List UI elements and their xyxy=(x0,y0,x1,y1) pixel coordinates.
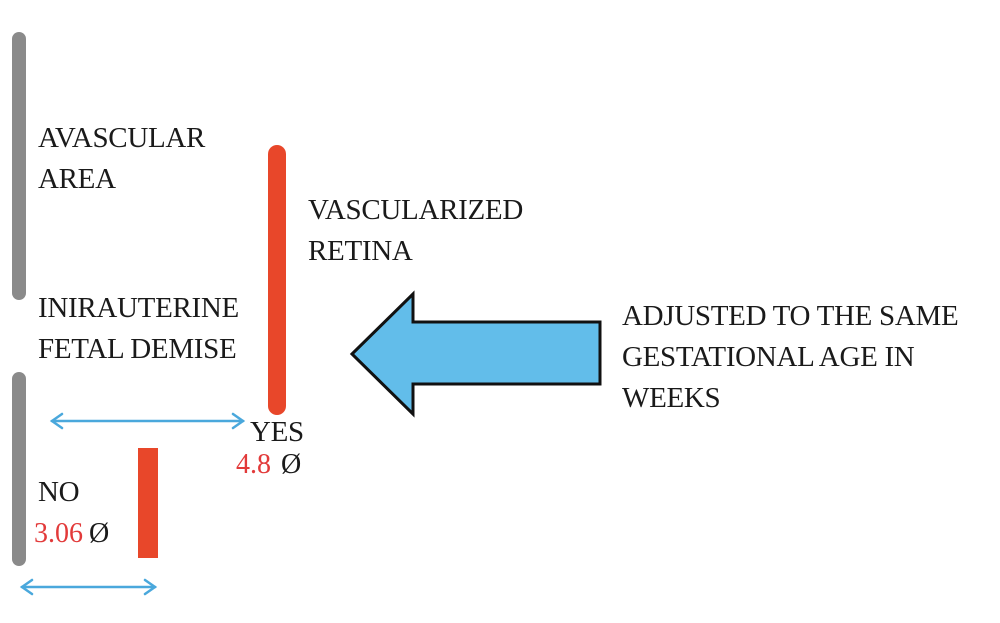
vascularized-retina-label: VASCULARIZED RETINA xyxy=(308,194,523,267)
left-arrow-icon xyxy=(349,290,602,418)
avascular-bar-lower xyxy=(12,372,26,566)
yes-value: 4.8 Ø xyxy=(236,449,301,481)
diameter-symbol: Ø xyxy=(281,449,302,480)
fetal-demise-label: INIRAUTERINE FETAL DEMISE xyxy=(38,292,239,365)
yes-value-number: 4.8 xyxy=(236,449,271,480)
double-headed-arrow-icon xyxy=(49,412,246,430)
vascularized-bar-yes xyxy=(268,145,286,415)
no-label: NO xyxy=(38,476,80,508)
double-headed-arrow-icon xyxy=(19,578,158,596)
adjusted-note-label: ADJUSTED TO THE SAME GESTATIONAL AGE IN … xyxy=(622,300,959,414)
vascularized-bar-no xyxy=(138,448,158,558)
yes-label: YES xyxy=(250,416,304,448)
avascular-area-label: AVASCULAR AREA xyxy=(38,122,206,195)
diameter-symbol: Ø xyxy=(89,518,110,549)
avascular-bar-upper xyxy=(12,32,26,300)
no-value-number: 3.06 xyxy=(34,518,83,549)
